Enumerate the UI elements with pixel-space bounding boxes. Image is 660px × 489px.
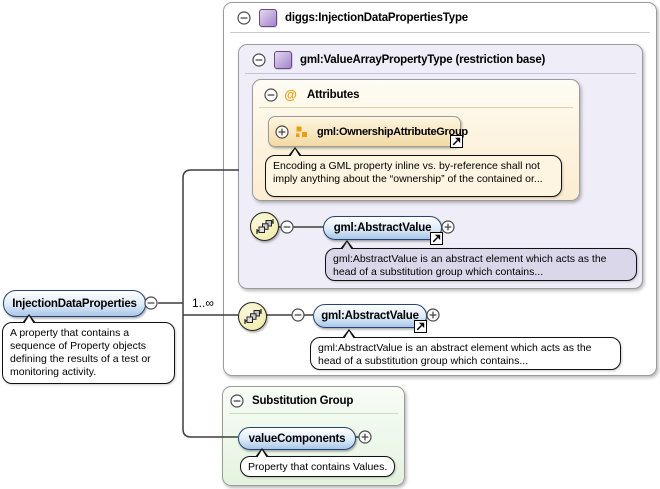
- abstractvalue-annotation: gml:AbstractValue is an abstract element…: [325, 240, 637, 281]
- element-pill-abstractvalue[interactable]: gml:AbstractValue: [313, 304, 427, 328]
- expand-icon[interactable]: [275, 124, 289, 139]
- valuecomponents-annotation: Property that contains Values.: [240, 448, 396, 477]
- jump-to-definition-icon[interactable]: [430, 232, 443, 245]
- cardinality-label: 1..∞: [192, 296, 214, 310]
- complex-type-icon: [259, 9, 277, 27]
- type-title: diggs:InjectionDataPropertiesType: [285, 12, 468, 24]
- divider: [259, 107, 573, 108]
- attribute-group-label: gml:OwnershipAttributeGroup: [317, 125, 468, 138]
- collapse-icon[interactable]: [264, 87, 278, 102]
- element-label: gml:AbstractValue: [321, 310, 419, 322]
- element-pill-injectiondataproperties[interactable]: InjectionDataProperties: [3, 290, 146, 317]
- element-pill-abstractvalue[interactable]: gml:AbstractValue: [323, 216, 442, 240]
- abstractvalue-annotation: gml:AbstractValue is an abstract element…: [310, 329, 621, 370]
- divider: [245, 73, 636, 74]
- expand-icon[interactable]: [426, 308, 440, 322]
- complex-type-icon: [274, 51, 292, 69]
- element-label: valueComponents: [248, 432, 346, 445]
- collapse-icon[interactable]: [252, 53, 266, 67]
- substitution-group-title: Substitution Group: [252, 395, 354, 407]
- element-label: gml:AbstractValue: [333, 222, 432, 234]
- sequence-compositor-icon[interactable]: [238, 302, 267, 331]
- attributes-title: Attributes: [307, 88, 360, 101]
- attributes-annotation: Encoding a GML property inline vs. by-re…: [265, 147, 562, 197]
- element-annotation: A property that contains a sequence of P…: [2, 314, 175, 384]
- attribute-group-icon: [295, 125, 309, 139]
- collapse-icon[interactable]: [230, 394, 244, 408]
- element-label: InjectionDataProperties: [12, 297, 137, 310]
- element-pill-valuecomponents[interactable]: valueComponents: [238, 427, 356, 450]
- divider: [229, 413, 398, 414]
- jump-to-definition-icon[interactable]: [450, 135, 463, 148]
- collapse-icon[interactable]: [291, 308, 305, 322]
- divider: [230, 32, 650, 33]
- expand-icon[interactable]: [358, 430, 372, 444]
- attribute-group-pill[interactable]: gml:OwnershipAttributeGroup: [268, 116, 468, 148]
- attributes-box: @ Attributes gml:OwnershipAttributeGroup: [252, 79, 580, 201]
- sequence-compositor-icon[interactable]: [250, 212, 279, 241]
- collapse-icon[interactable]: [237, 11, 251, 25]
- attribute-at-icon: @: [284, 87, 297, 102]
- restriction-title: gml:ValueArrayPropertyType (restriction …: [300, 54, 546, 66]
- expand-icon[interactable]: [441, 220, 455, 234]
- collapse-icon[interactable]: [280, 220, 294, 234]
- jump-to-definition-icon[interactable]: [414, 320, 427, 333]
- collapse-icon[interactable]: [144, 296, 158, 310]
